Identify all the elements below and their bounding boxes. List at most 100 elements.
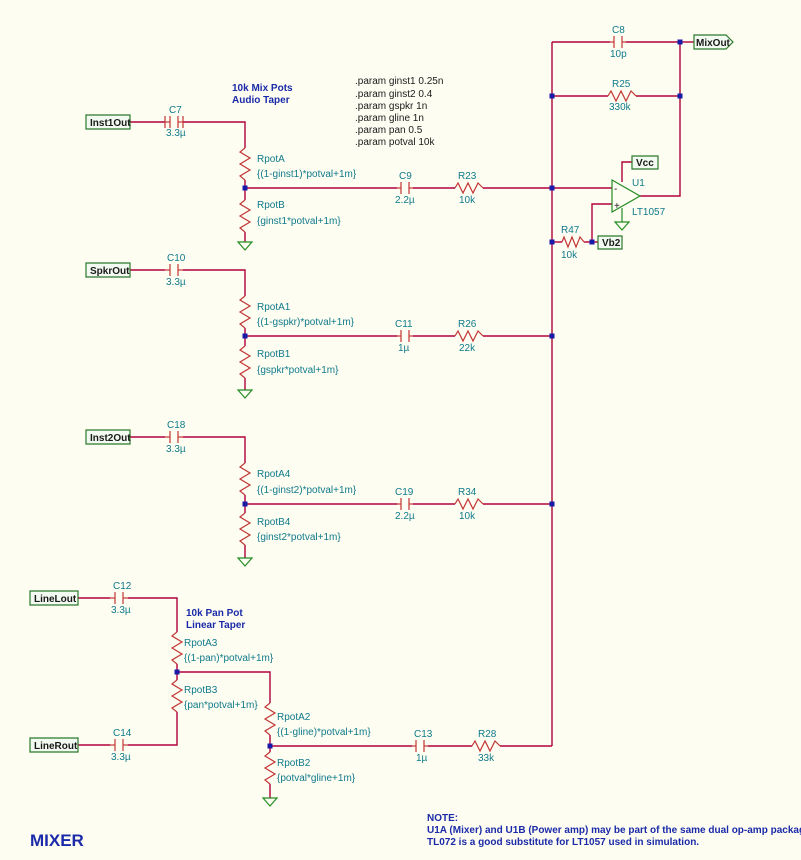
- schematic-title: MIXER: [30, 831, 84, 850]
- spice-directive: .param gline 1n: [355, 113, 424, 124]
- label-RpotB: RpotB: [257, 200, 285, 211]
- mix-pots-note-line1: 10k Mix Pots: [232, 83, 293, 94]
- capacitor-C11: [397, 330, 413, 342]
- capacitor-C7: [164, 116, 184, 128]
- value-R28: 33k: [478, 753, 495, 764]
- capacitor-C18: [165, 431, 183, 443]
- value-RpotA3: {(1-pan)*potval+1m}: [184, 653, 274, 664]
- svg-text:MixOut: MixOut: [696, 38, 731, 49]
- label-R23: R23: [458, 171, 477, 182]
- resistor-RpotB3: [170, 679, 184, 713]
- label-RpotA4: RpotA4: [257, 469, 291, 480]
- ground-icon: [261, 797, 279, 807]
- svg-text:Vcc: Vcc: [636, 158, 654, 169]
- value-C10: 3.3µ: [166, 277, 186, 288]
- resistor-RpotA4: [238, 462, 252, 496]
- value-C18: 3.3µ: [166, 444, 186, 455]
- svg-text:LineRout: LineRout: [34, 741, 78, 752]
- label-RpotB1: RpotB1: [257, 349, 291, 360]
- resistor-R34: [454, 497, 484, 511]
- net-ports: Inst1Out SpkrOut Inst2Out LineLout LineR…: [29, 34, 734, 753]
- ground-symbols: [236, 221, 631, 807]
- resistor-R23: [454, 181, 484, 195]
- pan-pot-note-line2: Linear Taper: [186, 620, 245, 631]
- label-RpotB3: RpotB3: [184, 685, 218, 696]
- footer-note-line3: TL072 is a good substitute for LT1057 us…: [427, 837, 699, 848]
- capacitor-C12: [110, 592, 128, 604]
- ground-icon: [236, 241, 254, 251]
- label-C11: C11: [395, 319, 413, 330]
- value-C19: 2.2µ: [395, 511, 415, 522]
- resistor-RpotB1: [238, 345, 252, 379]
- capacitor-C14: [110, 739, 128, 751]
- port-inst1out: Inst1Out: [85, 114, 131, 130]
- label-R25: R25: [612, 79, 631, 90]
- label-C19: C19: [395, 487, 414, 498]
- value-C8: 10p: [610, 49, 627, 60]
- value-RpotA2: {(1-gline)*potval+1m}: [277, 727, 371, 738]
- value-C9: 2.2µ: [395, 195, 415, 206]
- port-lineout-l: LineLout: [29, 590, 79, 606]
- value-RpotB3: {pan*potval+1m}: [184, 700, 258, 711]
- spice-directive: .param pan 0.5: [355, 125, 423, 136]
- value-RpotB1: {gspkr*potval+1m}: [257, 365, 339, 376]
- svg-text:-: -: [614, 184, 617, 195]
- label-RpotA3: RpotA3: [184, 638, 218, 649]
- ground-icon: [236, 389, 254, 399]
- resistor-RpotA3: [170, 631, 184, 665]
- resistor-R26: [454, 329, 484, 343]
- spice-directive: .param ginst1 0.25n: [355, 76, 443, 87]
- value-C11: 1µ: [398, 343, 410, 354]
- value-C12: 3.3µ: [111, 605, 131, 616]
- value-C14: 3.3µ: [111, 752, 131, 763]
- label-C12: C12: [113, 581, 132, 592]
- spice-directive: .param gspkr 1n: [355, 101, 427, 112]
- label-R34: R34: [458, 487, 477, 498]
- label-C13: C13: [414, 729, 433, 740]
- capacitor-C10: [165, 264, 183, 276]
- value-RpotB4: {ginst2*potval+1m}: [257, 532, 341, 543]
- value-RpotA4: {(1-ginst2)*potval+1m}: [257, 485, 357, 496]
- pot-resistors: [170, 147, 277, 785]
- label-R47: R47: [561, 225, 580, 236]
- label-RpotA: RpotA: [257, 154, 285, 165]
- resistor-R28: [471, 739, 501, 753]
- resistor-RpotA1: [238, 295, 252, 329]
- label-C10: C10: [167, 253, 186, 264]
- value-C13: 1µ: [416, 753, 428, 764]
- footer-note-line2: U1A (Mixer) and U1B (Power amp) may be p…: [427, 825, 801, 836]
- label-C8: C8: [612, 25, 625, 36]
- capacitor-C13: [412, 740, 428, 752]
- label-U1: U1: [632, 178, 645, 189]
- resistor-RpotB4: [238, 512, 252, 546]
- capacitor-C19: [397, 498, 413, 510]
- label-R28: R28: [478, 729, 497, 740]
- value-R47: 10k: [561, 250, 578, 261]
- spice-directive: .param ginst2 0.4: [355, 89, 433, 100]
- resistor-RpotB: [238, 199, 252, 233]
- component-labels: C7 3.3µ C10 3.3µ C18 3.3µ C12 3.3µ C14 3…: [111, 25, 666, 784]
- value-U1: LT1057: [632, 207, 666, 218]
- resistor-RpotA2: [263, 702, 277, 736]
- annotations: 10k Mix Pots Audio Taper 10k Pan Pot Lin…: [30, 76, 801, 850]
- port-mixout: MixOut: [693, 34, 734, 50]
- svg-text:+: +: [614, 201, 620, 212]
- value-RpotA1: {(1-gspkr)*potval+1m}: [257, 317, 355, 328]
- resistor-R47: [561, 235, 585, 249]
- port-vb2: Vb2: [597, 235, 623, 250]
- footer-note-line1: NOTE:: [427, 813, 458, 824]
- svg-text:Inst2Out: Inst2Out: [90, 433, 131, 444]
- label-R26: R26: [458, 319, 477, 330]
- value-RpotB: {ginst1*potval+1m}: [257, 216, 341, 227]
- value-RpotB2: {potval*gline+1m}: [277, 773, 356, 784]
- value-C7: 3.3µ: [166, 128, 186, 139]
- spice-directive: .param potval 10k: [355, 137, 435, 148]
- label-C9: C9: [399, 171, 412, 182]
- opamp-U1: - +: [611, 178, 642, 214]
- resistor-R25: [607, 89, 637, 103]
- resistors: [454, 89, 637, 753]
- capacitors: [110, 36, 626, 752]
- wires: [78, 41, 694, 798]
- junctions: [174, 39, 683, 749]
